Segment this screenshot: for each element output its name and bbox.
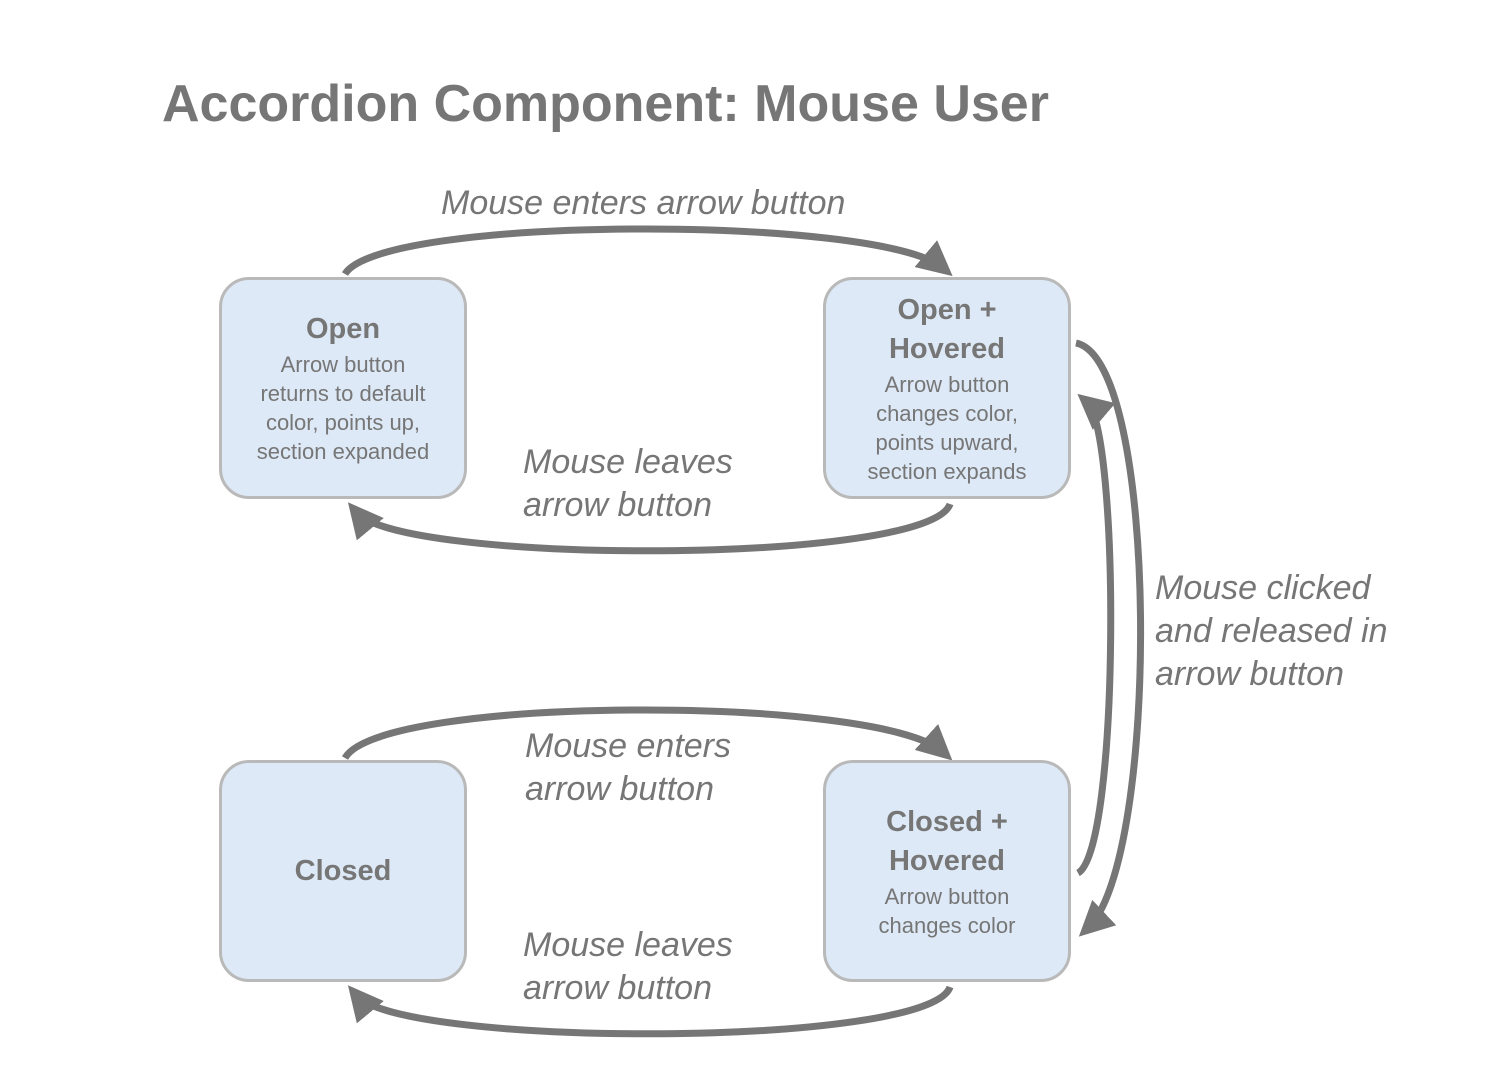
label-closed-to-closed-hovered: Mouse enters arrow button [525,727,731,808]
label-open-to-open-hovered: Mouse enters arrow button [441,184,846,222]
state-closed-hovered: Closed + Hovered Arrow button changes co… [823,760,1071,982]
state-closed-title: Closed [294,854,392,887]
state-open-hovered: Open + Hovered Arrow button changes colo… [823,277,1071,499]
state-open: Open Arrow button returns to default col… [219,277,467,499]
label-click-toggle: Mouse clicked and released in arrow butt… [1155,569,1388,693]
state-open-hovered-description: Arrow button changes color, points upwar… [867,371,1027,484]
arrow-open-to-open-hovered [342,225,953,277]
arrow-closed-hovered-to-closed [347,985,954,1038]
state-closed-hovered-description: Arrow button changes color [878,883,1016,938]
state-closed-hovered-title: Closed + Hovered [886,805,1008,877]
label-closed-hovered-to-closed: Mouse leaves arrow button [523,926,733,1007]
state-open-hovered-title: Open + Hovered [888,293,1006,365]
state-open-description: Arrow button returns to default color, p… [256,352,430,464]
label-open-hovered-to-open: Mouse leaves arrow button [523,443,733,524]
arrow-closed-hovered-to-open-hovered [1075,393,1116,877]
arrow-open-hovered-to-closed-hovered [1074,339,1145,937]
arrow-open-hovered-to-open [347,502,954,555]
state-open-title: Open [305,313,381,345]
state-closed: Closed [219,760,467,982]
diagram-title: Accordion Component: Mouse User [162,75,1049,133]
arrow-closed-to-closed-hovered [341,706,953,761]
